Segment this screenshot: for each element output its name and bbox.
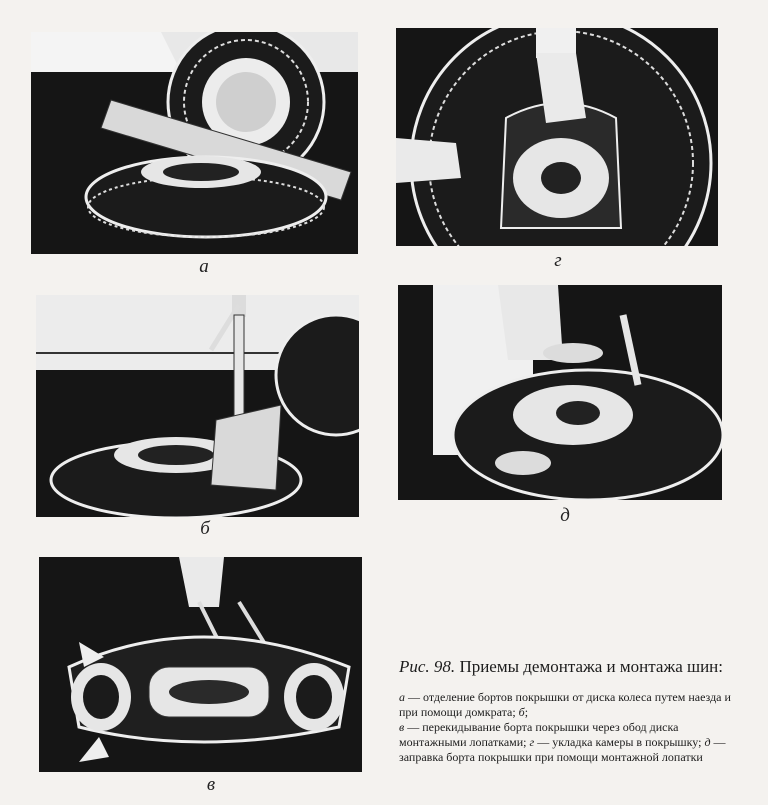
illustration-panel-a bbox=[31, 32, 358, 254]
figure-label: Рис. 98. bbox=[399, 657, 456, 676]
legend-mark-d: д bbox=[704, 735, 711, 749]
caption-title-text: Приемы демонтажа и монтажа шин: bbox=[459, 657, 723, 676]
figure-letter-b: б bbox=[200, 518, 210, 539]
illustration-v-drawing bbox=[67, 557, 351, 762]
caption-legend: а — отделение бортов покрышки от диска к… bbox=[399, 690, 739, 765]
legend-text-a: — отделение бортов покрышки от диска кол… bbox=[399, 690, 731, 719]
figure-letter-v: в bbox=[206, 774, 216, 795]
legend-text-d: — заправка борта покрышки при помощи мон… bbox=[399, 735, 726, 764]
legend-text-v: — перекидывание борта покрышки через обо… bbox=[399, 720, 679, 749]
illustration-a-drawing bbox=[31, 32, 358, 239]
figure-letter-d: д bbox=[560, 505, 570, 526]
legend-mark-v: в bbox=[399, 720, 405, 734]
figure-letter-a: а bbox=[199, 256, 209, 277]
illustration-panel-v bbox=[39, 557, 362, 772]
illustration-b-drawing bbox=[36, 295, 359, 517]
legend-text-b: ; bbox=[524, 705, 529, 719]
legend-mark-a: а bbox=[399, 690, 405, 704]
legend-mark-g: г bbox=[529, 735, 535, 749]
illustration-panel-g bbox=[396, 28, 718, 246]
figure-letter-g: г bbox=[554, 250, 562, 271]
legend-text-g: — укладка камеры в покрышку; bbox=[534, 735, 705, 749]
illustration-d-drawing bbox=[433, 285, 722, 500]
illustration-panel-d bbox=[398, 285, 722, 500]
illustration-panel-b bbox=[36, 295, 359, 517]
illustration-g-drawing bbox=[396, 28, 713, 246]
legend-mark-b: б bbox=[518, 705, 525, 719]
figure-caption: Рис. 98. Приемы демонтажа и монтажа шин:… bbox=[399, 657, 739, 765]
caption-title: Рис. 98. Приемы демонтажа и монтажа шин: bbox=[399, 657, 739, 676]
